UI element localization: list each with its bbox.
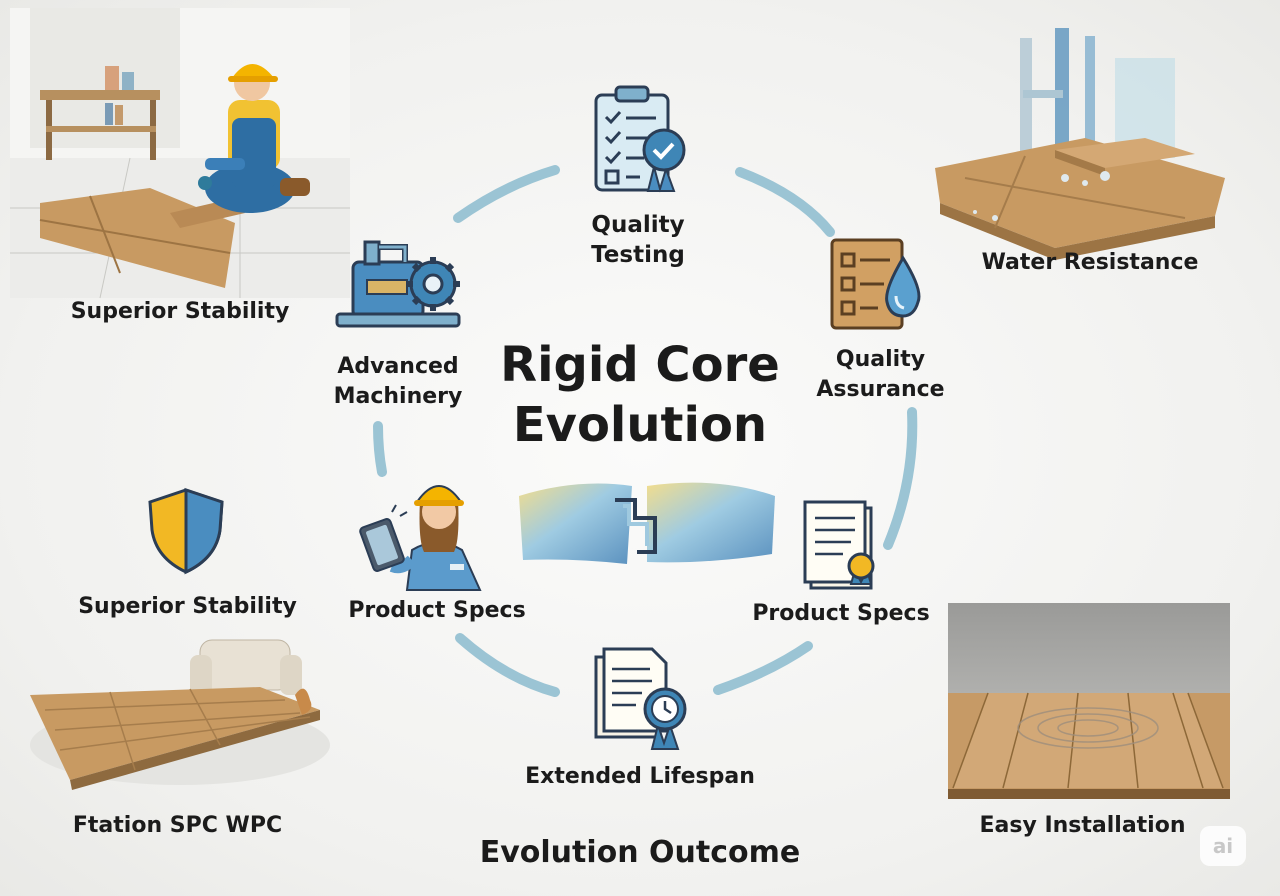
corner-label-top-left: Superior Stability <box>70 299 290 324</box>
corner-label-bottom-left: Ftation SPC WPC <box>72 813 283 838</box>
ring-arc-bottom-left <box>455 633 560 697</box>
corner-label-mid-left: Superior Stability <box>78 594 297 619</box>
puzzle-pieces-icon <box>519 482 775 564</box>
corner-label-top-right: Water Resistance <box>981 250 1199 275</box>
node-label-quality-assurance: Quality Assurance <box>816 347 945 402</box>
machinery-gear-icon <box>335 240 461 328</box>
corner-label-bottom-right: Easy Installation <box>979 813 1186 838</box>
node-label-product-specs-left: Product Specs <box>348 598 526 623</box>
easy-installation-floor-icon <box>948 603 1230 799</box>
ai-watermark-badge: ai <box>1200 826 1246 866</box>
node-label-product-specs-right: Product Specs <box>752 601 930 626</box>
ring-arc-top-left <box>453 165 560 223</box>
outcome-label: Evolution Outcome <box>479 835 801 870</box>
clipboard-checklist-icon <box>594 85 686 193</box>
node-label-quality-testing: Quality Testing <box>591 212 685 268</box>
document-clock-ribbon-icon <box>594 647 687 750</box>
worker-installing-floor-icon <box>10 8 350 299</box>
ring-arc-bottom-right <box>713 641 813 695</box>
shield-icon <box>148 487 224 575</box>
ring-arc-left <box>373 421 387 477</box>
worker-with-tablet-icon <box>359 485 482 591</box>
ring-arc-top-right <box>735 167 835 237</box>
floor-with-sofa-icon <box>30 639 330 790</box>
water-resistance-plank-icon <box>935 28 1225 260</box>
checklist-water-drop-icon <box>830 238 921 330</box>
node-label-advanced-machinery: Advanced Machinery <box>333 354 463 409</box>
certificate-ribbon-icon <box>803 500 875 590</box>
ring-arc-right <box>883 407 918 550</box>
diagram-title: Rigid Core Evolution <box>500 337 780 453</box>
node-label-extended-lifespan: Extended Lifespan <box>525 764 755 789</box>
